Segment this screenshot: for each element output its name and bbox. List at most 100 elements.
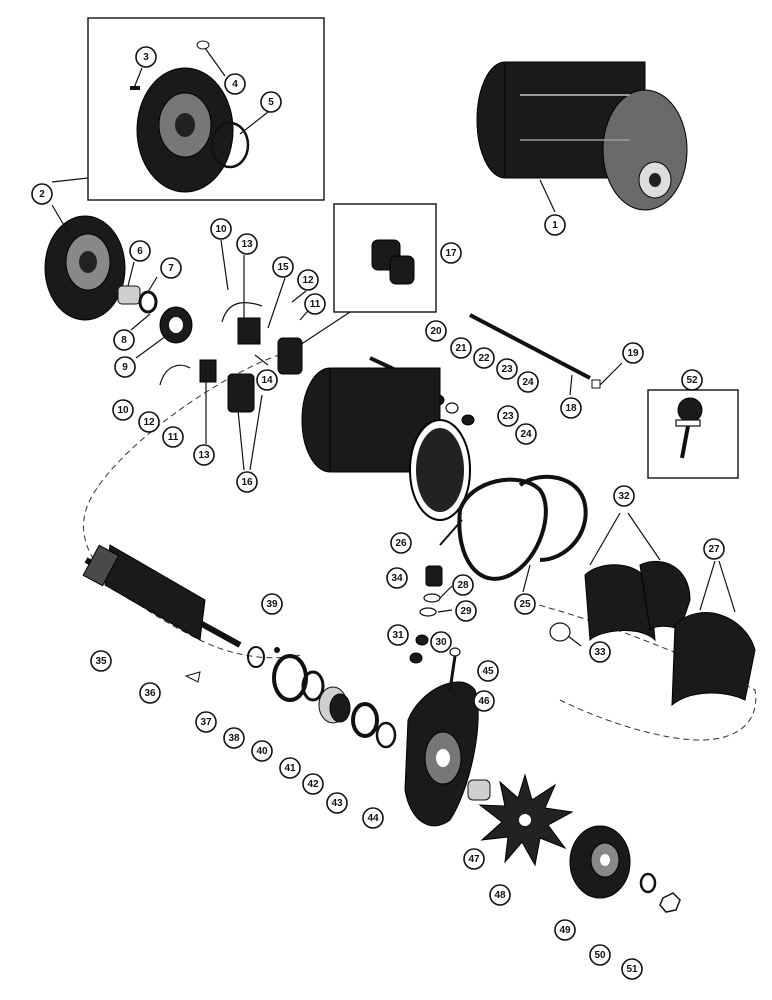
generator-assembly: [476, 61, 688, 211]
callout-number: 46: [478, 696, 490, 707]
callout-circle: [473, 347, 495, 369]
callout-circle: [430, 631, 452, 653]
callout-number: 28: [457, 580, 469, 591]
callout-circle: [589, 944, 611, 966]
bushing: [117, 285, 141, 305]
callout-39: 39: [261, 593, 283, 615]
insulator-washer-29: [419, 607, 437, 617]
callout-circle: [114, 356, 136, 378]
callout-circle: [210, 218, 232, 240]
callout-number: 13: [241, 239, 253, 250]
callout-32: 32: [613, 485, 635, 507]
callout-number: 37: [200, 717, 212, 728]
callout-number: 48: [494, 890, 506, 901]
armature: [82, 544, 242, 648]
felt-washer: [138, 290, 158, 314]
insulator-washer-28: [423, 593, 441, 603]
callout-number: 15: [277, 262, 289, 273]
callout-circle: [195, 711, 217, 733]
callout-number: 9: [122, 362, 128, 373]
callout-number: 11: [310, 299, 321, 310]
callout-number: 31: [392, 630, 404, 641]
callout-circle: [162, 426, 184, 448]
callout-circle: [613, 485, 635, 507]
callout-number: 13: [198, 450, 210, 461]
woodruff-key: [184, 671, 201, 683]
callout-number: 19: [627, 348, 639, 359]
callout-number: 45: [482, 666, 494, 677]
frame-bolt-head: [449, 647, 461, 657]
callout-5: 5: [260, 91, 282, 113]
callout-circle: [272, 256, 294, 278]
callout-circle: [387, 624, 409, 646]
callout-11: 11: [304, 293, 326, 315]
callout-number: 6: [137, 246, 143, 257]
callout-10: 10: [112, 399, 134, 421]
callout-number: 30: [435, 637, 447, 648]
callout-circle: [297, 269, 319, 291]
callout-circle: [362, 807, 384, 829]
callout-33: 33: [589, 641, 611, 663]
callout-circle: [455, 600, 477, 622]
callout-circle: [497, 405, 519, 427]
callout-number: 36: [144, 688, 156, 699]
callout-number: 17: [445, 248, 457, 259]
callout-48: 48: [489, 884, 511, 906]
callout-number: 38: [228, 733, 240, 744]
callout-27: 27: [703, 538, 725, 560]
callout-number: 11: [168, 432, 179, 443]
callout-circle: [489, 884, 511, 906]
callout-37: 37: [195, 711, 217, 733]
callout-number: 25: [519, 599, 531, 610]
callout-31: 31: [387, 624, 409, 646]
callout-52: 52: [681, 369, 703, 391]
callout-circle: [90, 650, 112, 672]
callout-circle: [113, 329, 135, 351]
callout-46: 46: [473, 690, 495, 712]
callout-number: 43: [331, 798, 343, 809]
callout-circle: [473, 690, 495, 712]
callout-38: 38: [223, 727, 245, 749]
callout-36: 36: [139, 682, 161, 704]
spacer-washer: [247, 646, 265, 668]
callout-circle: [496, 358, 518, 380]
screw-inset-part: [675, 397, 703, 459]
callout-14: 14: [256, 369, 278, 391]
callout-circle: [517, 371, 539, 393]
callout-6: 6: [129, 240, 151, 262]
callout-13: 13: [193, 444, 215, 466]
callout-circle: [260, 91, 282, 113]
callout-circle: [139, 682, 161, 704]
callout-number: 40: [256, 746, 268, 757]
brush-inset-b: [389, 255, 415, 285]
callout-number: 52: [686, 375, 698, 386]
terminal-washer-24: [445, 402, 459, 414]
leader-lines: [51, 47, 736, 647]
callout-30: 30: [430, 631, 452, 653]
callout-circle: [681, 369, 703, 391]
callout-11: 11: [162, 426, 184, 448]
ball-bearing: [318, 686, 351, 724]
callout-circle: [622, 342, 644, 364]
brush-holder-lower: [199, 359, 217, 383]
bearing-gasket: [301, 670, 325, 702]
callout-circle: [621, 958, 643, 980]
brush-holder-upper: [237, 317, 261, 345]
callout-circle: [251, 740, 273, 762]
callout-circle: [560, 397, 582, 419]
callout-21: 21: [450, 337, 472, 359]
callout-number: 23: [502, 411, 514, 422]
brush-plate: [227, 373, 255, 413]
callout-circle: [326, 792, 348, 814]
callout-45: 45: [477, 660, 499, 682]
oiler-pin: [130, 86, 140, 90]
callout-number: 24: [522, 377, 534, 388]
callout-circle: [31, 183, 53, 205]
callout-number: 51: [626, 964, 638, 975]
through-bolt: [469, 313, 591, 380]
callout-9: 9: [114, 356, 136, 378]
callout-50: 50: [589, 944, 611, 966]
callout-15: 15: [272, 256, 294, 278]
field-pole-shoe: [671, 612, 756, 707]
